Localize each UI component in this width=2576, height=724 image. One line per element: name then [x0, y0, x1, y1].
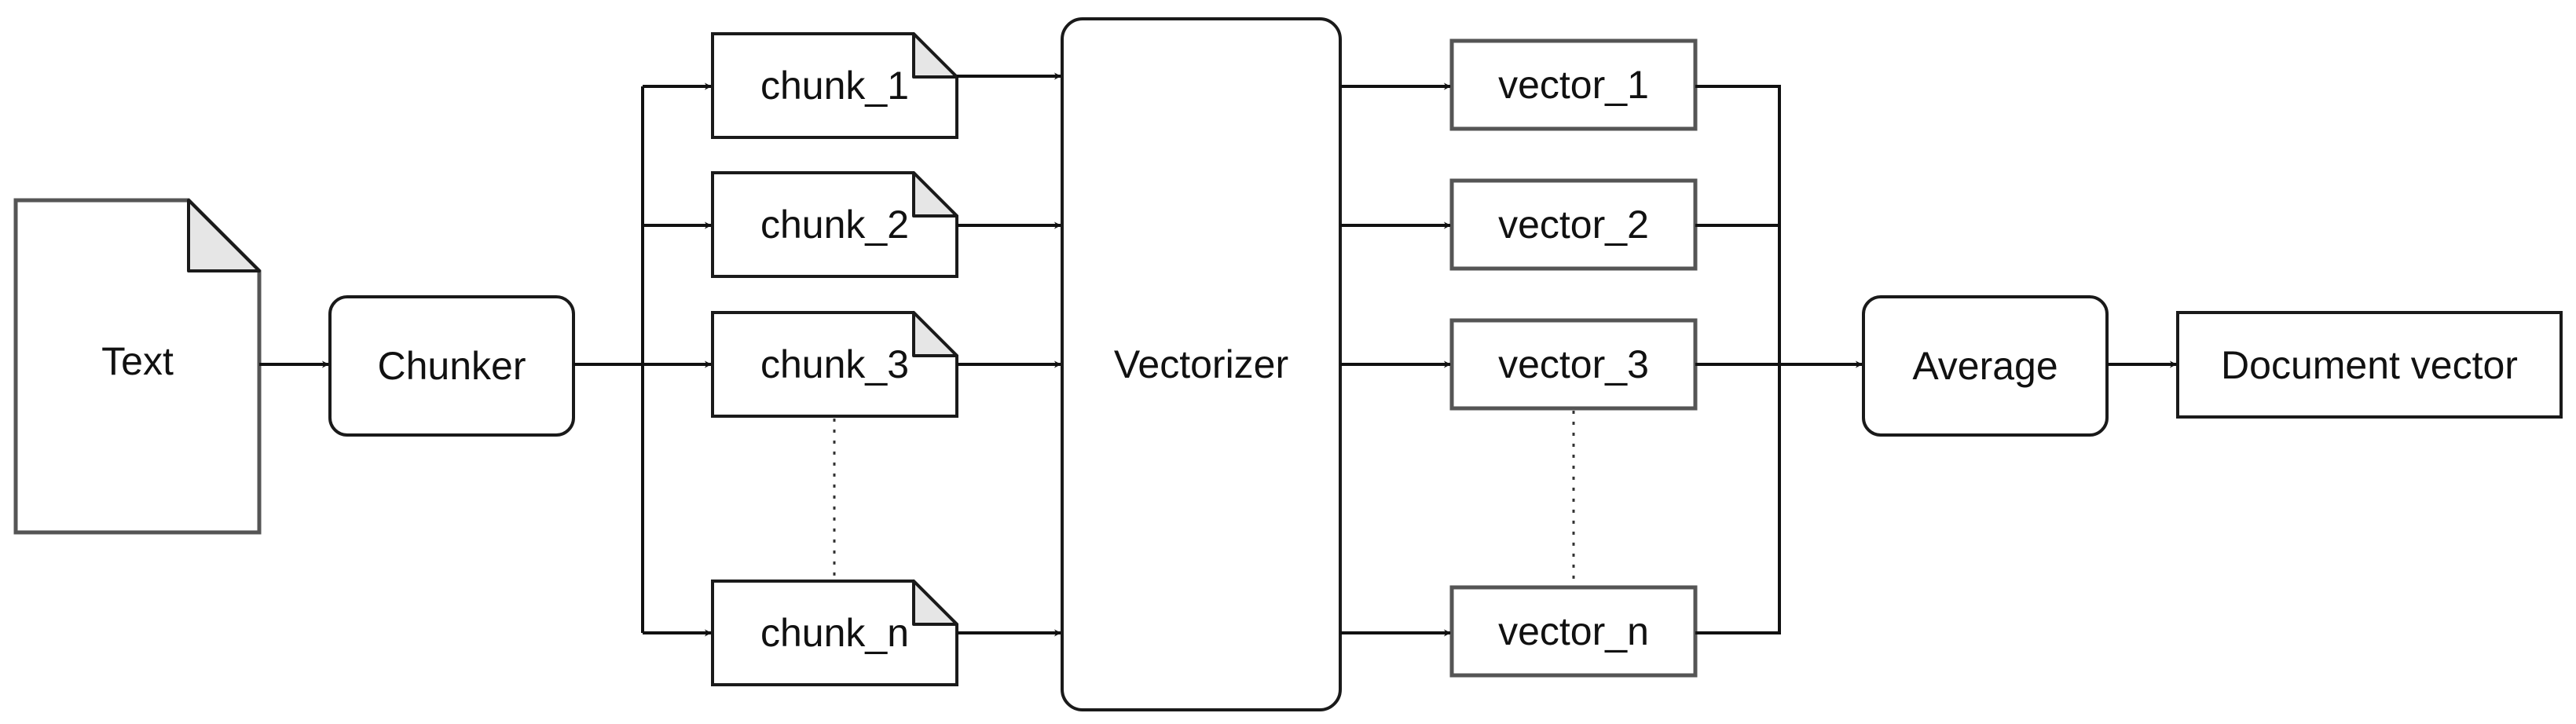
chunk-2-node [711, 171, 958, 278]
average-node [1862, 295, 2109, 437]
vector-1-node [1449, 38, 1698, 131]
vectors-merge-line [1695, 85, 1781, 634]
chunk-3-node [711, 311, 958, 418]
vector-2-node [1449, 178, 1698, 271]
vector-3-node [1449, 318, 1698, 411]
document-vector-node [2176, 311, 2563, 419]
vector-n-node [1449, 585, 1698, 678]
chunk-1-node [711, 32, 958, 139]
text-document-node [13, 198, 262, 535]
chunker-node [328, 295, 575, 437]
chunker-split-line [573, 86, 644, 633]
chunk-n-node [711, 580, 958, 686]
vectorizer-node [1061, 17, 1342, 711]
